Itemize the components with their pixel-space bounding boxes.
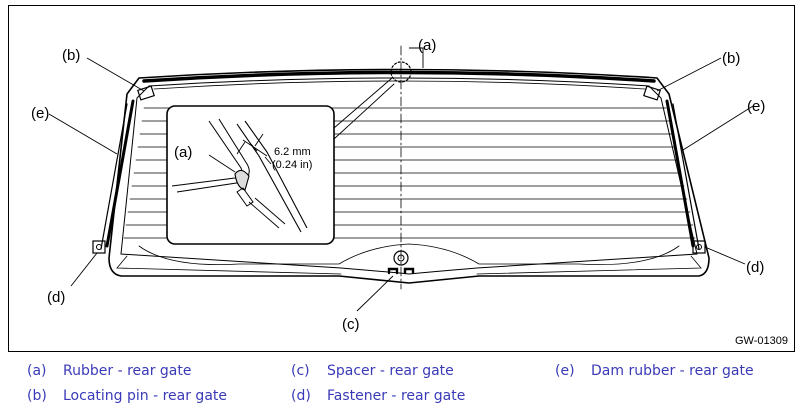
locating-pin-left [137,85,155,101]
callout-a: (a) [418,37,437,54]
fastener-left [92,240,106,254]
legend-letter: (a) [27,363,47,379]
top-rubber-band [142,70,656,83]
lower-cutout [138,243,680,265]
callout-e-right: (e) [747,98,766,115]
callout-e-left: (e) [31,105,50,122]
locating-pin-right [643,85,661,101]
legend-letter: (e) [555,363,575,379]
legend-item-a: (a) Rubber - rear gate [27,363,191,379]
legend-letter: (b) [27,388,47,404]
legend-item-c: (c) Spacer - rear gate [291,363,454,379]
legend-text: Dam rubber - rear gate [591,363,754,379]
leader-b-right [656,57,722,92]
leader-d-right [704,246,746,265]
glass-outer-outline [108,68,710,284]
legend-item-b: (b) Locating pin - rear gate [27,388,227,404]
callout-d-left: (d) [47,289,66,306]
leader-d-left [70,252,98,287]
leader-b-left [86,57,145,92]
callout-d-right: (d) [746,259,765,276]
inset-dimension-mm: 6.2 mm [274,146,311,158]
figure-code: GW-01309 [735,335,788,347]
leader-c [356,275,394,312]
rear-gate-glass-diagram: (a) (b) (b) (e) (e) (d) (d) (c) (a) 6.2 … [8,5,795,352]
leader-e-right [682,105,754,151]
legend-text: Locating pin - rear gate [63,388,228,404]
legend-letter: (c) [291,363,310,379]
callout-c: (c) [342,316,360,333]
legend-text: Rubber - rear gate [63,363,192,379]
legend: (a) Rubber - rear gate (c) Spacer - rear g… [0,356,802,413]
inset-detail [166,105,335,245]
legend-item-d: (d) Fastener - rear gate [291,388,465,404]
dam-rubber-right [665,99,695,248]
dam-rubber-left [105,99,135,248]
leader-e-left [48,113,118,155]
detail-circle-a [390,61,412,83]
leader-a [409,47,424,68]
legend-item-e: (e) Dam rubber - rear gate [555,363,754,379]
legend-letter: (d) [291,388,311,404]
callout-b-right: (b) [722,50,741,67]
legend-text: Spacer - rear gate [327,363,454,379]
diagram-drawing [48,45,754,312]
inset-dimension-in: (0.24 in) [272,159,313,171]
legend-text: Fastener - rear gate [327,388,466,404]
callout-b-left: (b) [62,47,81,64]
inset-callout-a: (a) [174,144,193,161]
